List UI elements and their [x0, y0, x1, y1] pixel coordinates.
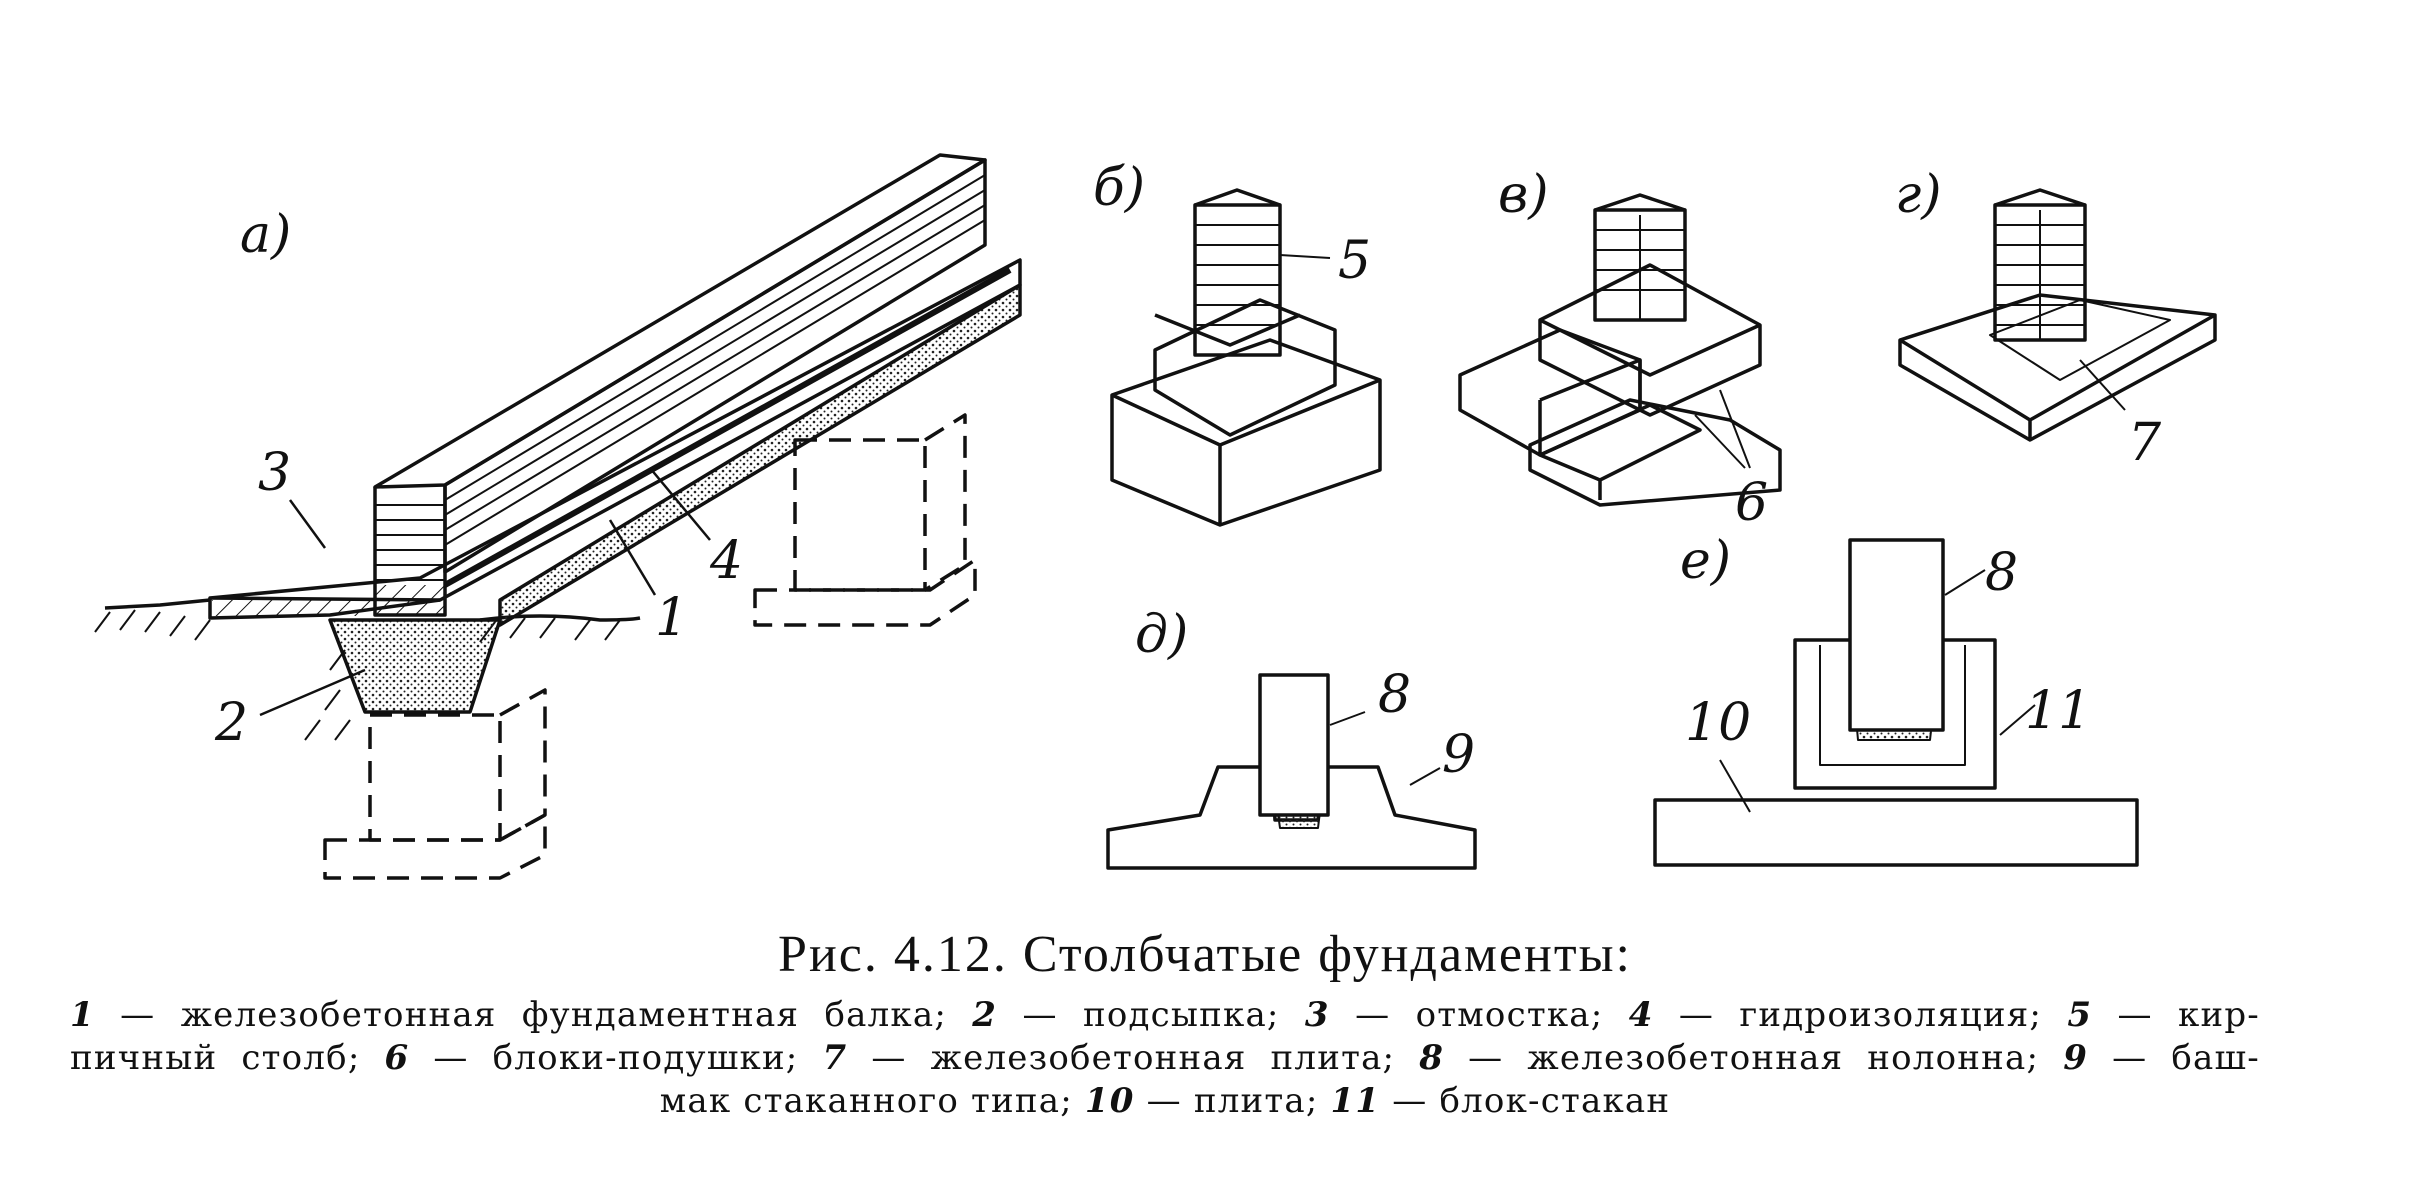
panel-label-g: г)	[1895, 165, 1942, 225]
legend-num-7: 7	[822, 1038, 848, 1078]
legend-text-4: — гидроизоляция;	[1653, 995, 2068, 1035]
legend-line-2: пичный столб; 6 — блоки-подушки; 7 — жел…	[70, 1038, 2260, 1078]
legend-num-3: 3	[1304, 995, 1330, 1035]
callout-8-d: 8	[1378, 665, 1411, 725]
callout-11: 11	[2025, 681, 2091, 741]
callout-10: 10	[1685, 693, 1751, 753]
panel-d-drawing	[1106, 673, 1477, 870]
panel-label-v: в)	[1498, 165, 1549, 225]
callout-9: 9	[1442, 725, 1475, 785]
legend-text-7: — железобетонная плита;	[847, 1038, 1420, 1078]
legend-text-5b: пичный столб;	[70, 1038, 385, 1078]
callout-1: 1	[655, 588, 688, 648]
legend-num-9: 9	[2063, 1038, 2089, 1078]
panel-e-drawing	[1653, 538, 2139, 867]
legend-text-8: — железобетонная нолонна;	[1444, 1038, 2064, 1078]
callout-7: 7	[2128, 413, 2162, 473]
panel-a-drawing	[94, 153, 1022, 880]
legend-text-10: — плита;	[1134, 1081, 1331, 1121]
callout-6: 6	[1735, 473, 1768, 533]
legend-line-3: мак стаканного типа; 10 — плита; 11 — бл…	[70, 1081, 2260, 1121]
callout-8-e: 8	[1985, 543, 2018, 603]
panel-b-drawing	[1110, 188, 1382, 527]
panel-label-b: б)	[1093, 158, 1145, 218]
legend-num-2: 2	[972, 995, 998, 1035]
legend-num-1: 1	[70, 995, 95, 1035]
panel-g-drawing	[1898, 188, 2217, 442]
panel-label-e: е)	[1680, 531, 1731, 591]
callout-5: 5	[1338, 231, 1371, 291]
legend-num-4: 4	[1628, 995, 1654, 1035]
panel-label-d: д)	[1135, 605, 1188, 665]
legend-num-10: 10	[1084, 1081, 1135, 1121]
legend-text-2: — подсыпка;	[997, 995, 1305, 1035]
panel-label-a: а)	[240, 205, 291, 265]
legend-text-5: — кир-	[2092, 995, 2260, 1035]
legend-text-11: — блок-стакан	[1380, 1081, 1671, 1121]
legend-text-3: — отмостка;	[1329, 995, 1629, 1035]
callout-3: 3	[258, 443, 291, 503]
legend-text-1: — железобетонная фундаментная балка;	[94, 995, 973, 1035]
legend-num-11: 11	[1330, 1081, 1381, 1121]
legend-num-6: 6	[384, 1038, 410, 1078]
callout-2: 2	[214, 693, 248, 753]
panel-v-drawing	[1458, 193, 1782, 507]
legend-text-6: — блоки-подушки;	[409, 1038, 823, 1078]
legend-num-8: 8	[1419, 1038, 1445, 1078]
legend-text-9: — баш-	[2088, 1038, 2260, 1078]
legend-text-9b: мак стаканного типа;	[659, 1081, 1085, 1121]
figure-caption-title: Рис. 4.12. Столбчатые фундаменты:	[778, 926, 1632, 983]
legend-num-5: 5	[2067, 995, 2093, 1035]
ground-hatch	[94, 609, 621, 741]
callout-4: 4	[709, 531, 743, 591]
legend-line-1: 1 — железобетонная фундаментная балка; 2…	[70, 995, 2260, 1035]
